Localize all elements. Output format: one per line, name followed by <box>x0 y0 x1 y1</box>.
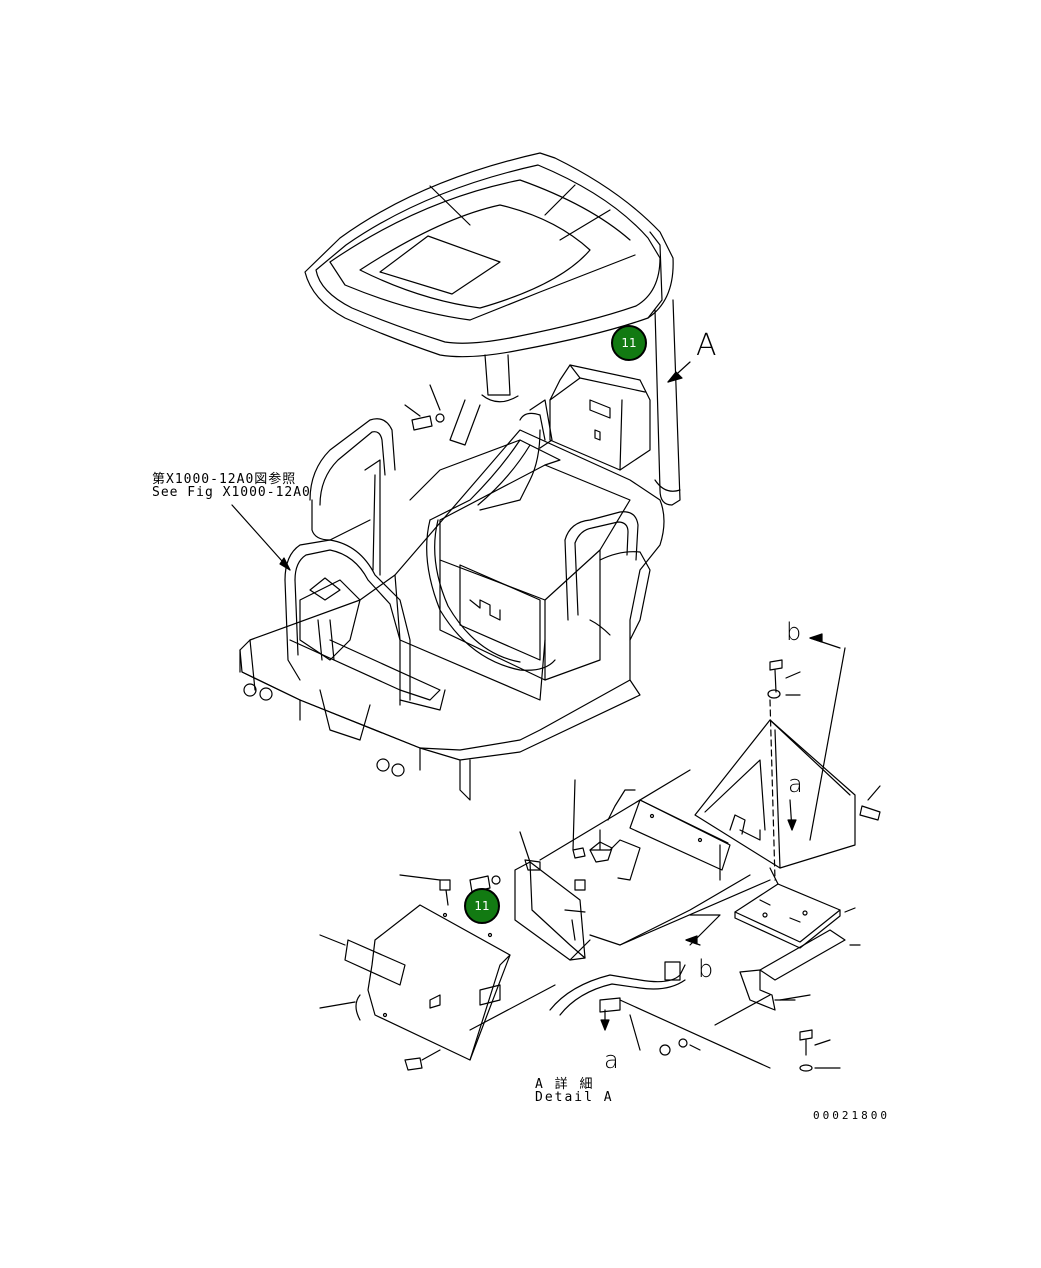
reference-note-en: See Fig X1000-12A0 <box>152 485 311 500</box>
bracket-right <box>694 719 856 869</box>
upper-bolt <box>404 384 481 446</box>
detail-caption-jp: A 詳 細 <box>535 1077 595 1092</box>
mount-plate <box>734 867 861 949</box>
view-arrow-a <box>667 361 691 383</box>
reference-leader <box>231 504 291 571</box>
detail-caption-en: Detail A <box>535 1090 614 1105</box>
view-label-a: A <box>696 328 717 363</box>
view-label-b-upper: b <box>786 618 802 646</box>
lower-bolt <box>399 874 501 906</box>
canopy-pillar <box>481 299 681 506</box>
controller-box-lower <box>514 859 591 961</box>
callout-11-upper[interactable]: 11 <box>611 325 647 361</box>
controller-box-upper <box>529 364 651 471</box>
wire-harness <box>426 412 611 671</box>
cover-plate <box>344 904 511 1071</box>
right-handrail <box>564 511 651 641</box>
view-label-b-lower: b <box>698 955 714 983</box>
left-console <box>289 577 446 741</box>
view-label-a-upper: a <box>788 770 803 798</box>
reference-note-jp: 第X1000-12A0図参照 <box>152 472 297 487</box>
view-label-a-lower: a <box>604 1046 619 1074</box>
seat-box <box>409 439 631 681</box>
drawing-number: 00021800 <box>813 1109 890 1122</box>
bracket-right-fasteners <box>767 659 881 881</box>
detail-bolts <box>799 1029 841 1072</box>
detail-harness <box>549 829 771 1069</box>
u-bolt <box>739 929 846 1011</box>
leader-b-upper <box>809 637 846 841</box>
leaders <box>319 769 811 1051</box>
canopy-roof <box>304 152 674 358</box>
callout-11-lower[interactable]: 11 <box>464 888 500 924</box>
floor-frame <box>239 429 665 801</box>
mid-bracket <box>572 799 731 881</box>
left-handrail <box>284 418 411 706</box>
